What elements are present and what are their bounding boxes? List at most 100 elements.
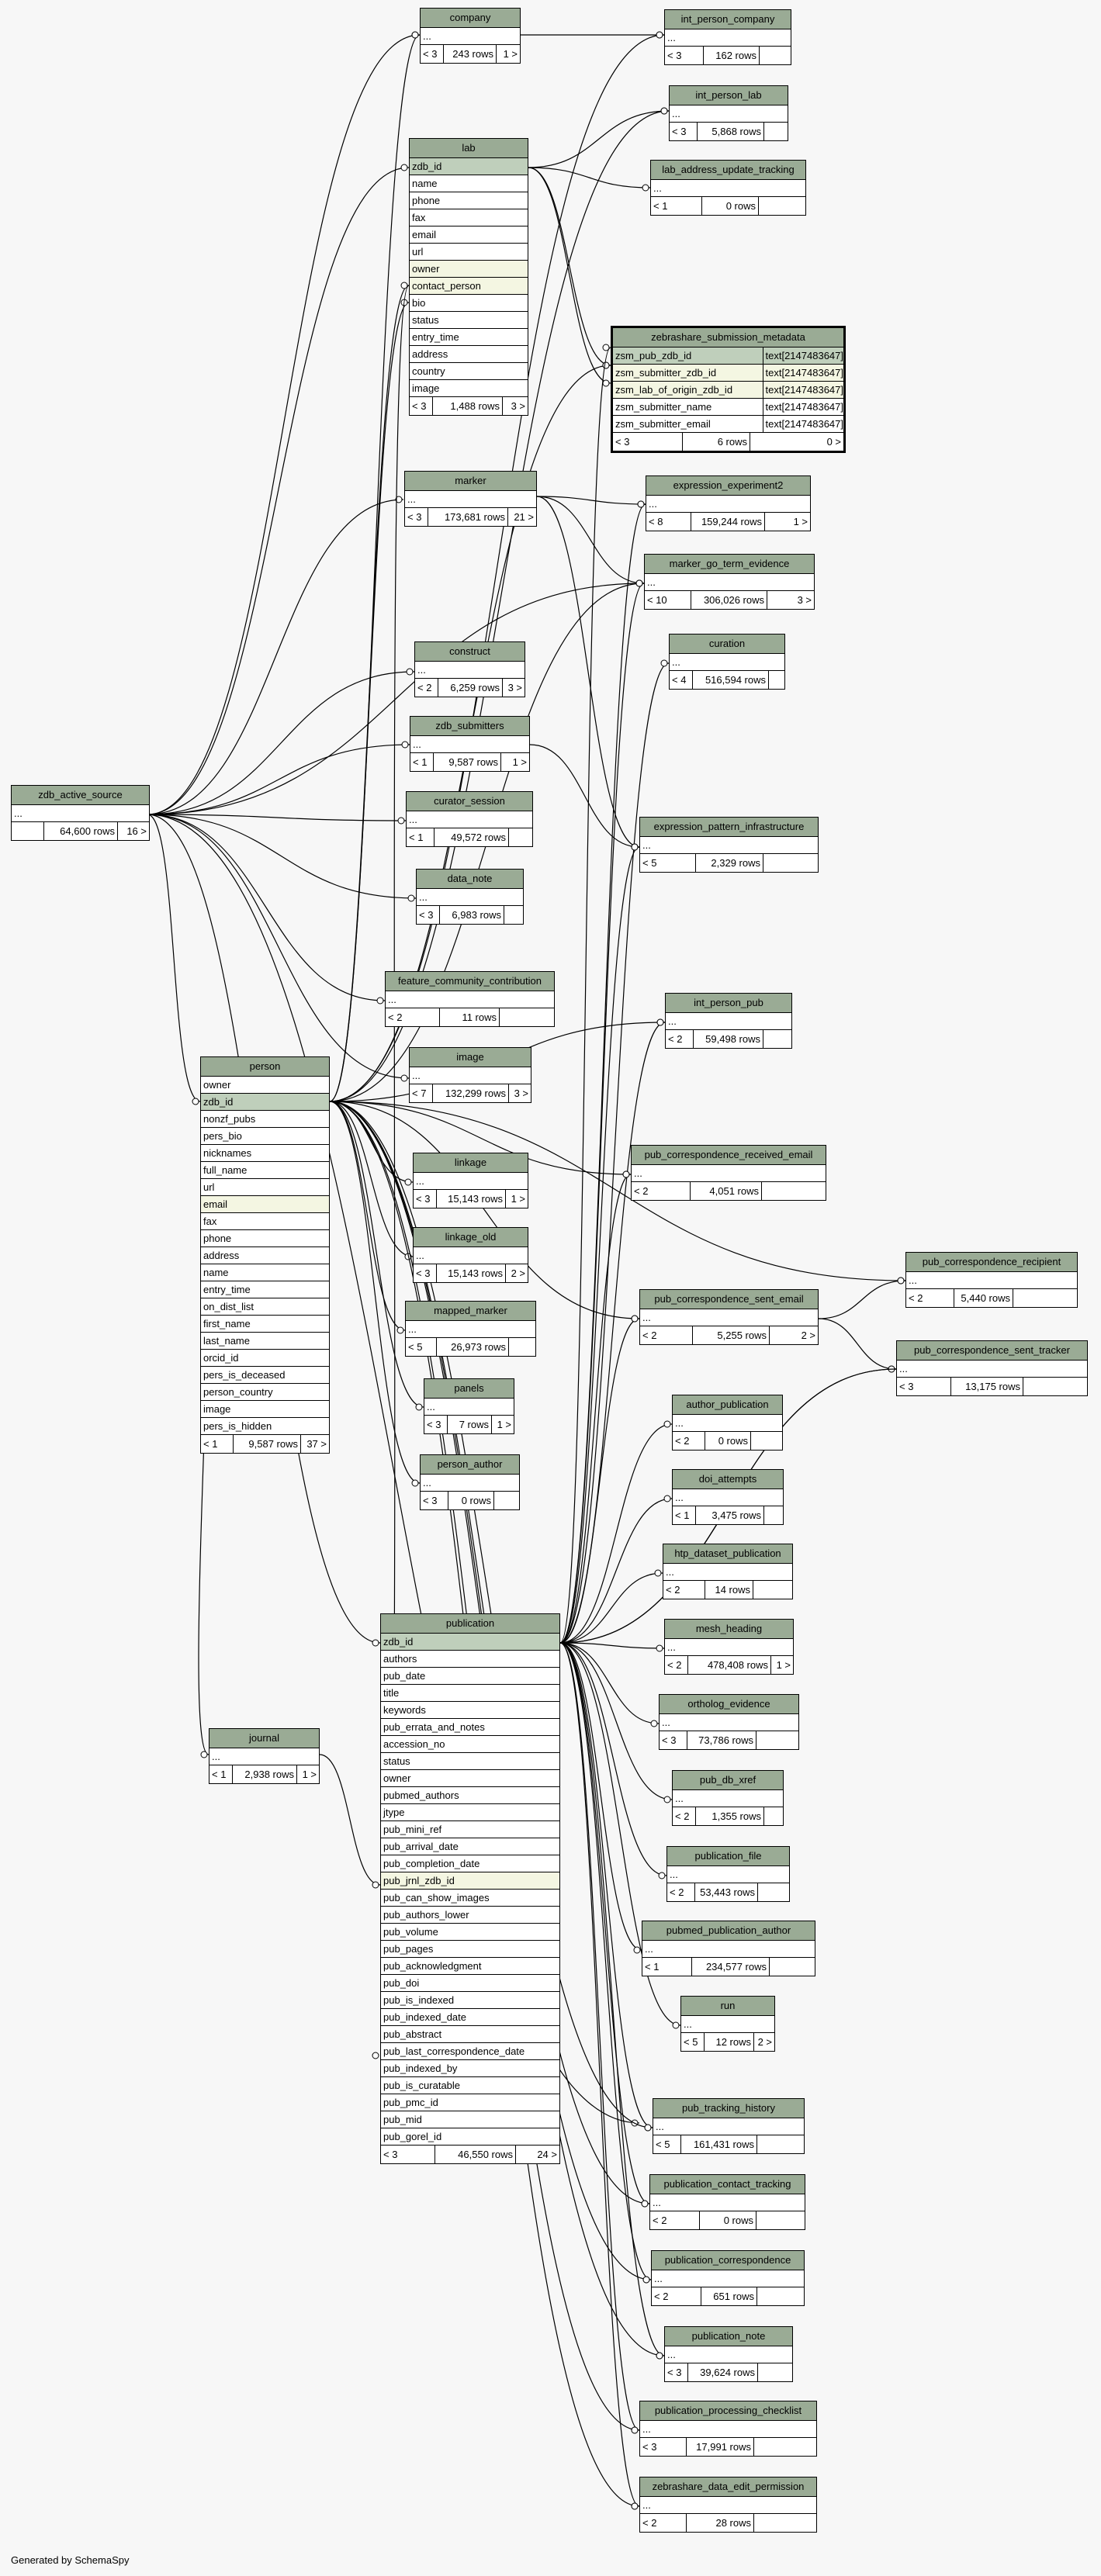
table-lab[interactable]: lab zdb_id name phone fax email url owne… — [409, 138, 528, 416]
column-row: owner — [381, 1770, 559, 1787]
children-count — [758, 1883, 789, 1901]
parents-count: < 2 — [673, 1432, 705, 1450]
children-count — [764, 1506, 783, 1524]
parents-count: < 2 — [640, 2514, 687, 2532]
relationship-edge — [329, 1101, 421, 1484]
rows-count: 516,594 rows — [693, 671, 769, 689]
parents-count: < 1 — [201, 1435, 234, 1453]
optional-marker — [660, 659, 668, 667]
column-row: jtype — [381, 1804, 559, 1821]
children-count: 1 > — [776, 1659, 791, 1671]
column-row: ... — [209, 1748, 319, 1765]
column-row: ... — [660, 1714, 798, 1731]
column-row: pub_is_curatable — [381, 2077, 559, 2094]
column-row: fax — [410, 209, 528, 226]
column-row: owner — [201, 1077, 329, 1094]
parents-count — [12, 822, 44, 840]
parents-count: < 3 — [417, 906, 440, 924]
table-publication[interactable]: publication zdb_id authors pub_date titl… — [380, 1613, 560, 2164]
table-pub-correspondence-received-email[interactable]: pub_correspondence_received_email ... < … — [631, 1145, 826, 1201]
children-count — [754, 2514, 816, 2532]
optional-marker — [656, 31, 663, 39]
parents-count: < 3 — [613, 433, 683, 451]
column-row: ... — [405, 491, 536, 508]
rows-count: 0 rows — [702, 197, 759, 215]
table-header: ortholog_evidence — [660, 1695, 798, 1714]
table-zebrashare-submission-metadata[interactable]: zebrashare_submission_metadata zsm_pub_z… — [611, 326, 846, 453]
table-person[interactable]: person owner zdb_id nonzf_pubs pers_bio … — [200, 1056, 330, 1454]
table-publication-processing-checklist[interactable]: publication_processing_checklist ... < 3… — [639, 2401, 817, 2457]
table-header: data_note — [417, 870, 523, 889]
column-row: pub_jrnl_zdb_id — [381, 1872, 559, 1890]
children-count: 1 > — [512, 756, 527, 768]
parents-count: < 2 — [415, 679, 438, 697]
column-row: pub_date — [381, 1668, 559, 1685]
column-row: ... — [12, 805, 149, 822]
column-type: text[2147483647] — [765, 367, 843, 379]
optional-marker — [411, 31, 419, 39]
parents-count: < 5 — [640, 854, 696, 872]
children-count: 0 > — [826, 436, 841, 448]
parents-count: < 2 — [632, 1182, 691, 1200]
column-row: address — [201, 1247, 329, 1264]
table-expression-pattern-infrastructure[interactable]: expression_pattern_infrastructure ... < … — [639, 817, 819, 873]
children-count: 16 > — [126, 825, 147, 837]
column-row: pers_bio — [201, 1128, 329, 1145]
column-row: country — [410, 363, 528, 380]
column-row: contact_person — [410, 278, 528, 295]
relationship-edge — [528, 110, 670, 168]
parents-count: < 1 — [410, 753, 434, 771]
relationship-edge — [319, 1754, 381, 1886]
rows-count: 15,143 rows — [437, 1190, 506, 1208]
optional-marker — [637, 500, 645, 508]
parents-count: < 3 — [665, 2363, 688, 2381]
